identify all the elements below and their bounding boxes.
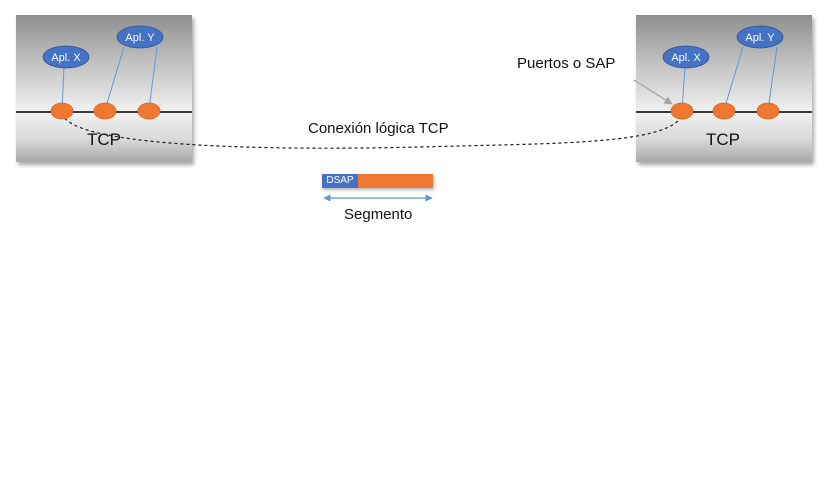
app-y-ellipse <box>116 25 164 49</box>
segment-bar: DSAP <box>322 174 433 188</box>
host-left <box>16 15 192 162</box>
port-right-2 <box>712 102 736 120</box>
logical-connection-line <box>61 112 684 149</box>
connector-line <box>148 46 158 111</box>
tcp-layer-area <box>636 112 812 162</box>
port-right-1 <box>670 102 694 120</box>
app-y-label: Apl. Y <box>745 32 775 44</box>
ports-label: Puertos o SAP <box>517 55 616 72</box>
connector-line <box>104 46 125 111</box>
port-left-3 <box>137 102 161 120</box>
connection-label: Conexión lógica TCP <box>308 120 449 137</box>
segment-header-dsap: DSAP <box>322 174 358 188</box>
app-x-label: Apl. X <box>671 52 701 64</box>
ports-pointer-arrow <box>633 79 673 105</box>
application-layer-area <box>16 15 192 112</box>
connector-line <box>767 46 778 111</box>
port-left-2 <box>93 102 117 120</box>
app-x-ellipse <box>662 45 710 69</box>
tcp-label-left: TCP <box>87 130 121 149</box>
tcp-layer-area <box>16 112 192 162</box>
port-left-1 <box>50 102 74 120</box>
port-right-3 <box>756 102 780 120</box>
application-layer-area <box>636 15 812 112</box>
segment-caption: Segmento <box>344 206 413 223</box>
tcp-label-right: TCP <box>706 130 740 149</box>
app-x-label: Apl. X <box>51 52 81 64</box>
app-x-ellipse <box>42 45 90 69</box>
connector-line <box>723 46 744 111</box>
app-y-ellipse <box>736 25 784 49</box>
app-y-label: Apl. Y <box>125 32 155 44</box>
